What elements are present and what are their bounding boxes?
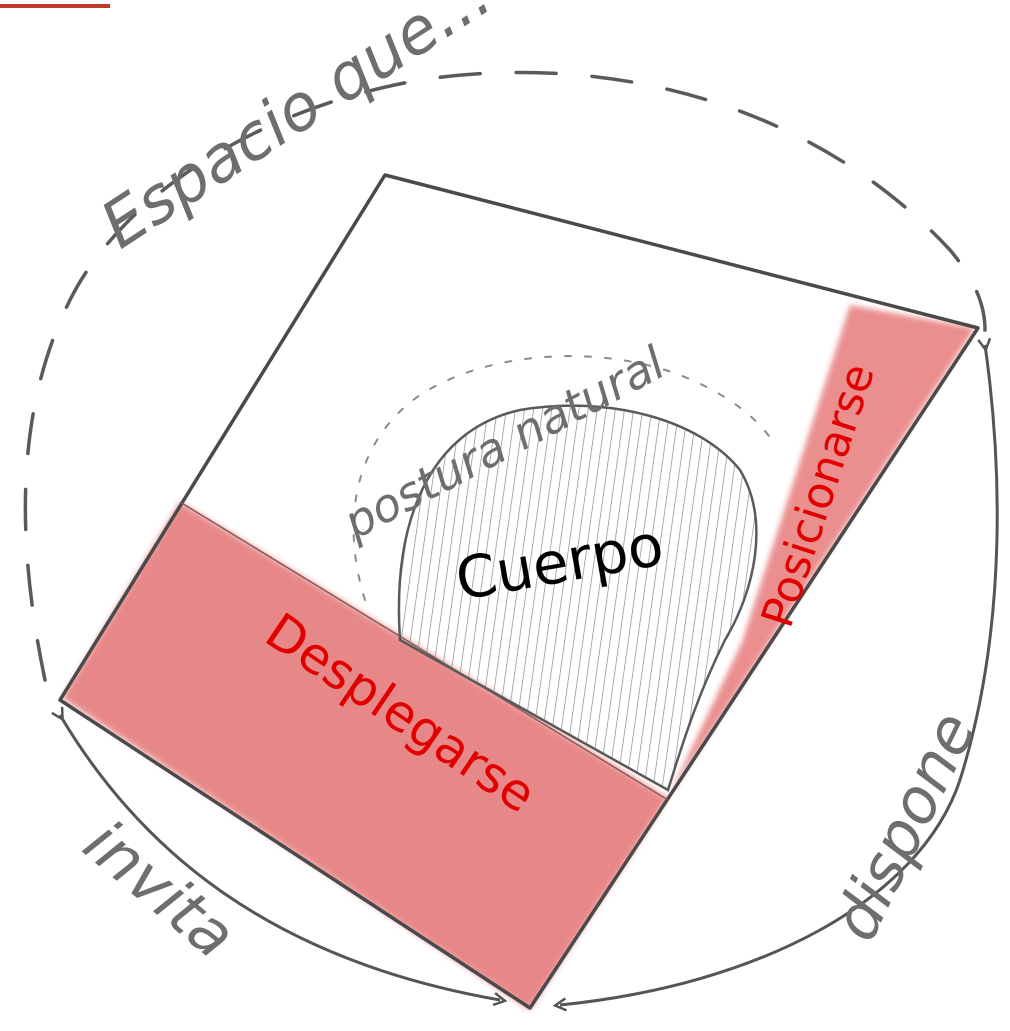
arrow-dispone xyxy=(560,345,999,1005)
arrow-label-invita: invita xyxy=(70,806,249,973)
outer-dashed-circle xyxy=(23,70,987,682)
arrow-invita xyxy=(60,715,500,1000)
square-outline xyxy=(58,173,980,1010)
outer-label: Espacio que... xyxy=(88,0,504,263)
arrow-label-dispone: dispone xyxy=(818,701,990,952)
